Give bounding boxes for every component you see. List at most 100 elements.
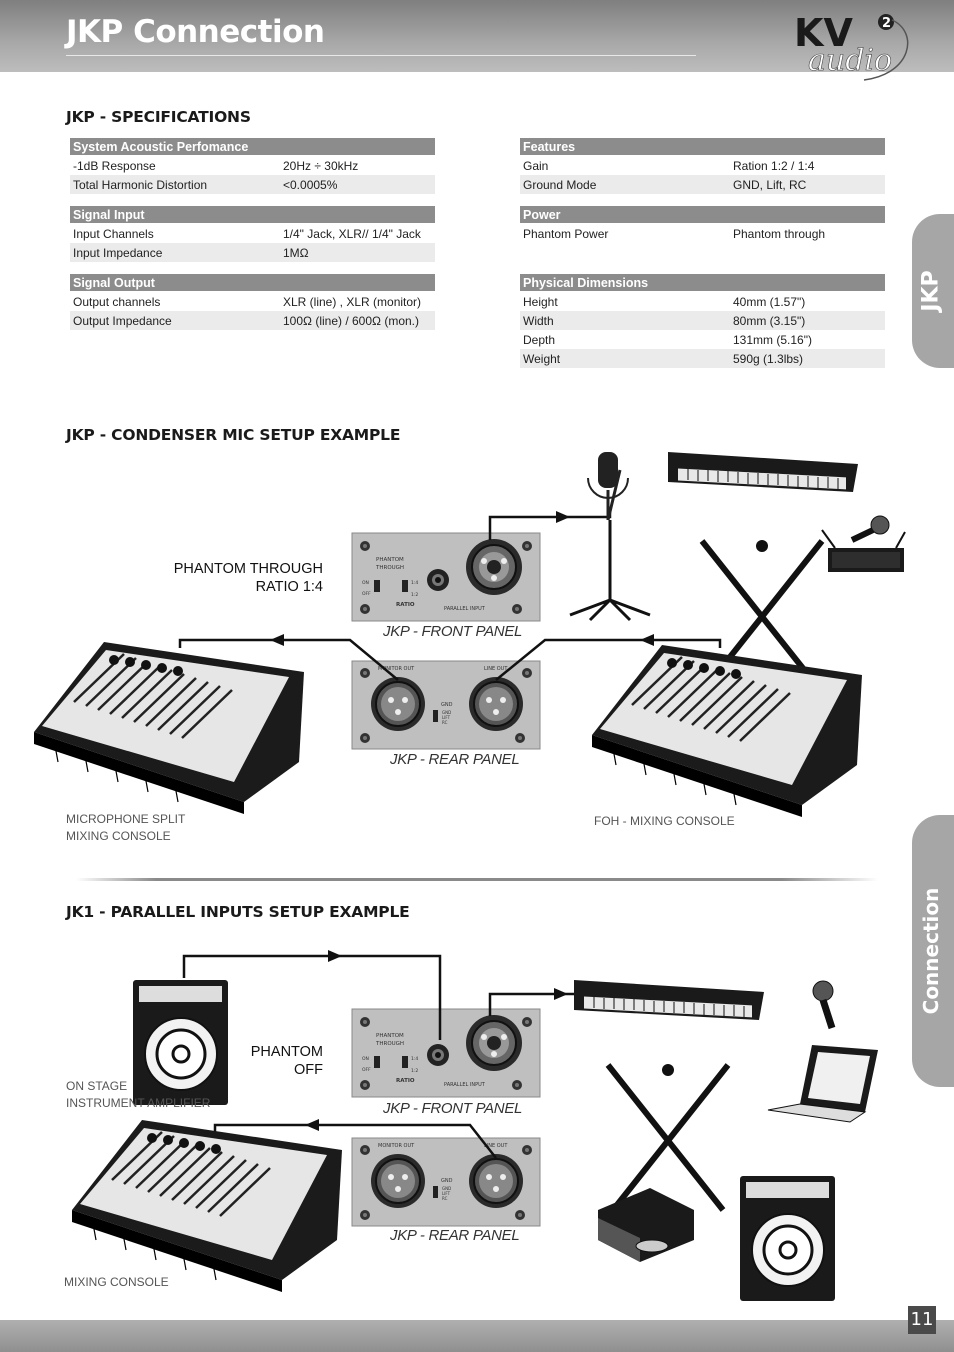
panel-label-on: ON: [362, 580, 369, 586]
spec-heading: Physical Dimensions: [520, 274, 885, 293]
panel-label-ratio-12: 1:2: [411, 592, 418, 598]
split-console-caption: MICROPHONE SPLIT MIXING CONSOLE: [66, 812, 186, 843]
parallel-input-jack: [427, 569, 449, 591]
logo-number: 2: [882, 16, 891, 31]
condenser-front-panel-label: JKP - FRONT PANEL: [383, 623, 523, 640]
panel-label-through-2: THROUGH: [375, 1041, 404, 1047]
panel-label-phantom: PHANTOM: [376, 557, 404, 563]
spec-label: Input Impedance: [70, 243, 280, 262]
spec-value: <0.0005%: [280, 175, 435, 194]
spec-value: 100Ω (line) / 600Ω (mon.): [280, 311, 435, 330]
panel-label-gnd: GND: [441, 702, 453, 708]
spec-heading: System Acoustic Perfomance: [70, 138, 435, 157]
panel-label-monitor-out-2: MONITOR OUT: [378, 1143, 415, 1149]
panel-label-rc-2: RC: [442, 1196, 448, 1201]
panel-label-gnd-option-2: GND: [442, 1186, 451, 1191]
logo-kv: KV: [794, 12, 853, 55]
spec-heading: Power: [520, 206, 885, 225]
panel-label-off-2: OFF: [362, 1067, 371, 1073]
condenser-rear-panel-label: JKP - REAR PANEL: [390, 751, 520, 768]
foh-mixing-console: [590, 643, 864, 819]
spec-heading: Features: [520, 138, 885, 157]
spec-value: 1MΩ: [280, 243, 435, 262]
panel-label-parallel-input-2: PARALLEL INPUT: [444, 1082, 486, 1088]
spec-value: 1/4" Jack, XLR// 1/4" Jack: [283, 227, 421, 241]
side-tab-jkp[interactable]: JKP: [912, 214, 954, 368]
spec-value: Phantom through: [733, 227, 826, 241]
wireless-mic-receiver: [821, 515, 906, 572]
panel-label-monitor-out: MONITOR OUT: [378, 666, 415, 672]
spec-value: GND, Lift, RC: [730, 175, 885, 194]
parallel-setting-label: PHANTOM OFF: [250, 1044, 323, 1078]
monitor-out-connector: [370, 676, 426, 732]
section-divider: [76, 878, 878, 881]
phantom-switch-2[interactable]: [374, 1056, 380, 1068]
parallel-rear-panel-label: JKP - REAR PANEL: [390, 1227, 520, 1244]
ratio-switch[interactable]: [402, 580, 408, 592]
spec-label: Output Impedance: [70, 311, 280, 330]
panel-label-phantom-2: PHANTOM: [376, 1033, 404, 1039]
panel-label-lift-2: LIFT: [442, 1191, 451, 1196]
parallel-setup-title: JK1 - PARALLEL INPUTS SETUP EXAMPLE: [66, 903, 410, 921]
spec-value: 40mm (1.57"): [733, 295, 806, 309]
ground-switch-2[interactable]: [433, 1186, 438, 1198]
spec-label: Depth: [523, 332, 556, 347]
handheld-mic: [812, 980, 836, 1030]
side-tab-connection[interactable]: Connection: [912, 815, 954, 1087]
spec-label: Gain: [523, 159, 549, 173]
line-out-connector-2: [468, 1153, 524, 1209]
panel-label-gnd-option: GND: [442, 710, 451, 715]
amp-caption: ON STAGE INSTRUMENT AMPLIFIER: [66, 1079, 211, 1110]
page-footer: [0, 1320, 954, 1352]
spec-label: Output channels: [73, 295, 161, 309]
spec-table-left-1: System Acoustic Perfomance -1dB Response…: [70, 138, 435, 194]
spec-label: Weight: [520, 349, 730, 368]
spec-label: Phantom Power: [523, 227, 609, 241]
condenser-setup-title: JKP - CONDENSER MIC SETUP EXAMPLE: [66, 426, 401, 444]
monitor-mixing-console: [32, 640, 306, 816]
panel-label-ratio-2: RATIO: [396, 1078, 415, 1084]
panel-label-line-out-2: LINE OUT: [484, 1143, 508, 1149]
page-header: JKP Connection: [0, 0, 954, 72]
spec-label: Input Channels: [73, 227, 154, 241]
monitor-out-connector-2: [370, 1153, 426, 1209]
panel-label-ratio: RATIO: [396, 602, 415, 608]
laptop: [767, 1045, 878, 1123]
panel-label-on-2: ON: [362, 1056, 369, 1062]
combo-input-connector-2: [465, 1014, 523, 1072]
keyboard-on-stand-2: [573, 979, 765, 1210]
panel-label-gnd-2: GND: [441, 1178, 453, 1184]
panel-label-through: THROUGH: [375, 565, 404, 571]
spec-label: -1dB Response: [73, 159, 156, 173]
panel-label-rc: RC: [442, 720, 448, 725]
header-underline: [66, 55, 696, 56]
spec-table-right-2: Power Phantom Power Phantom through: [520, 206, 885, 243]
spec-value: 590g (1.3lbs): [730, 349, 885, 368]
panel-label-lift: LIFT: [442, 715, 451, 720]
panel-label-parallel-input: PARALLEL INPUT: [444, 606, 486, 612]
panel-label-off: OFF: [362, 591, 371, 597]
spec-label: Total Harmonic Distortion: [70, 175, 280, 194]
kv2-audio-logo: KV audio 2: [794, 12, 909, 81]
ground-switch[interactable]: [433, 710, 438, 722]
spec-value: 20Hz ÷ 30kHz: [283, 159, 359, 173]
condenser-mic-on-stand: [569, 452, 651, 622]
cd-player: [598, 1188, 694, 1262]
parallel-input-jack-2: [427, 1044, 449, 1066]
logo-audio: audio: [808, 43, 892, 78]
spec-value: 80mm (3.15"): [730, 311, 885, 330]
spec-heading: Signal Input: [70, 206, 435, 225]
line-out-connector: [468, 676, 524, 732]
specs-title: JKP - SPECIFICATIONS: [66, 108, 251, 126]
page-number: 11: [908, 1306, 936, 1334]
phantom-switch[interactable]: [374, 580, 380, 592]
foh-console-caption: FOH - MIXING CONSOLE: [594, 814, 735, 828]
panel-label-line-out: LINE OUT: [484, 666, 508, 672]
spec-label: Height: [523, 295, 558, 309]
panel-label-ratio-12-2: 1:2: [411, 1068, 418, 1074]
ratio-switch-2[interactable]: [402, 1056, 408, 1068]
spec-label: Ground Mode: [520, 175, 730, 194]
